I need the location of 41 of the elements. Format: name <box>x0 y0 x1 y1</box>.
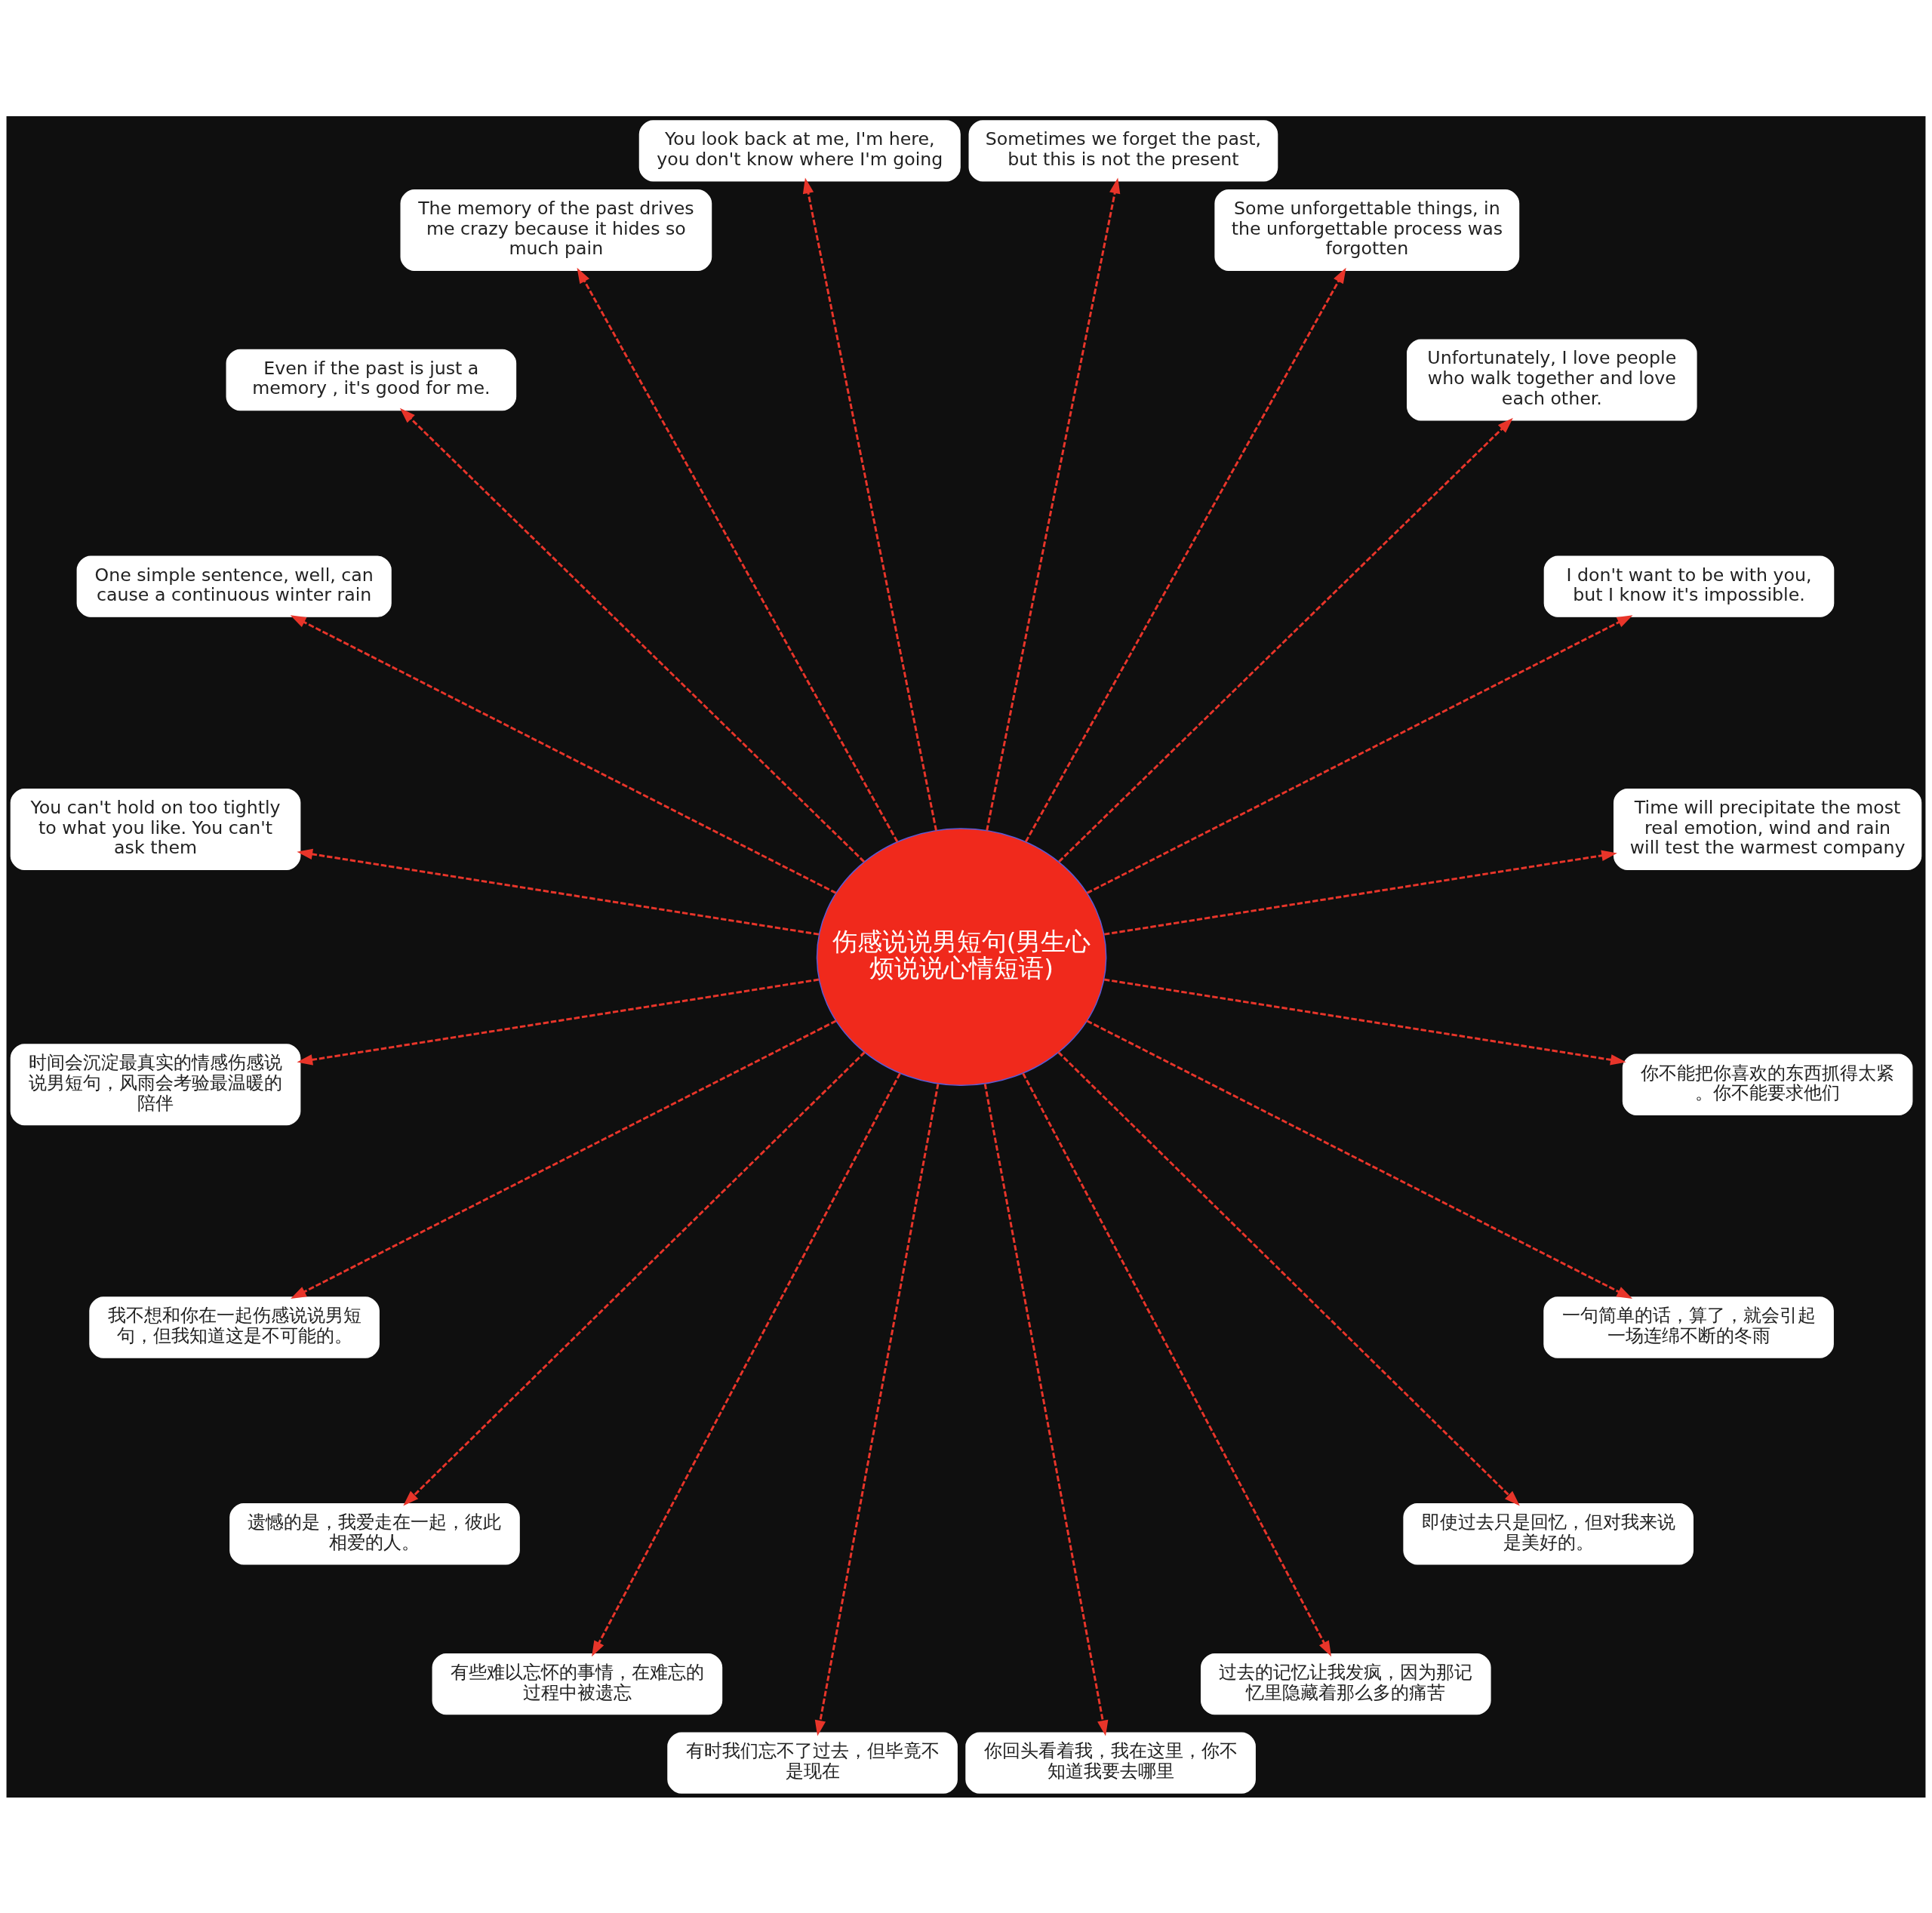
arrow <box>403 1050 866 1506</box>
arrow <box>1086 614 1633 894</box>
arrow <box>802 177 937 831</box>
node-box: 时间会沉淀最真实的情感伤感说说男短句，风雨会考验最温暖的陪伴 <box>10 1043 301 1125</box>
arrow <box>986 177 1121 831</box>
node-box: Unfortunately, I love people who walk together and love each other. <box>1407 339 1697 420</box>
arrow <box>983 1083 1109 1736</box>
node-box: You can't hold on too tightly to what you like. You can't ask them <box>10 788 301 870</box>
arrow <box>814 1083 940 1736</box>
node-box: 你回头看着我，我在这里，你不知道我要去哪里 <box>965 1731 1256 1794</box>
node-box: 我不想和你在一起伤感说说男短句，但我知道这是不可能的。 <box>89 1296 380 1358</box>
arrow <box>1103 978 1626 1066</box>
node-box: 你不能把你喜欢的东西抓得太紧。你不能要求他们 <box>1622 1053 1913 1115</box>
node-box: You look back at me, I'm here, you don't know where I'm going <box>638 119 961 182</box>
arrow <box>1022 1072 1332 1656</box>
arrow <box>1103 850 1617 936</box>
arrow <box>297 848 820 936</box>
node-ellipse: 伤感说说男短句(男生心烦说说心情短语) <box>816 827 1107 1086</box>
node-box: Sometimes we forget the past, but this is not the present <box>968 119 1278 182</box>
node-box: I don't want to be with you, but I know it's impossible. <box>1543 555 1835 617</box>
arrow <box>1086 1019 1633 1299</box>
node-box: Time will precipitate the most real emotion, wind and rain will test the warmest company <box>1613 788 1922 870</box>
node-box: One simple sentence, well, can cause a continuous winter rain <box>76 555 392 617</box>
arrow <box>577 267 899 842</box>
node-box: Even if the past is just a memory , it's good for me. <box>226 349 517 411</box>
node-box: 遗憾的是，我爱走在一起，彼此相爱的人。 <box>229 1502 520 1564</box>
node-box: 有时我们忘不了过去，但毕竟不是现在 <box>667 1731 958 1794</box>
arrow <box>297 978 820 1066</box>
node-box: Some unforgettable things, in the unforgettable process was forgotten <box>1214 189 1520 271</box>
arrow <box>1058 417 1513 863</box>
node-box: 即使过去只是回忆，但对我来说是美好的。 <box>1403 1502 1694 1564</box>
arrow <box>1024 267 1346 842</box>
node-box: 一句简单的话，算了，就会引起一场连绵不断的冬雨 <box>1543 1296 1834 1358</box>
node-box: 过去的记忆让我发疯，因为那记忆里隐藏着那么多的痛苦 <box>1200 1653 1491 1715</box>
arrow <box>291 1019 837 1299</box>
arrow <box>592 1072 901 1656</box>
arrow <box>1057 1050 1520 1506</box>
arrow <box>399 408 865 863</box>
arrow <box>290 614 837 894</box>
node-box: 有些难以忘怀的事情，在难忘的过程中被遗忘 <box>432 1653 723 1715</box>
node-box: The memory of the past drives me crazy because it hides so much pain <box>400 189 712 271</box>
